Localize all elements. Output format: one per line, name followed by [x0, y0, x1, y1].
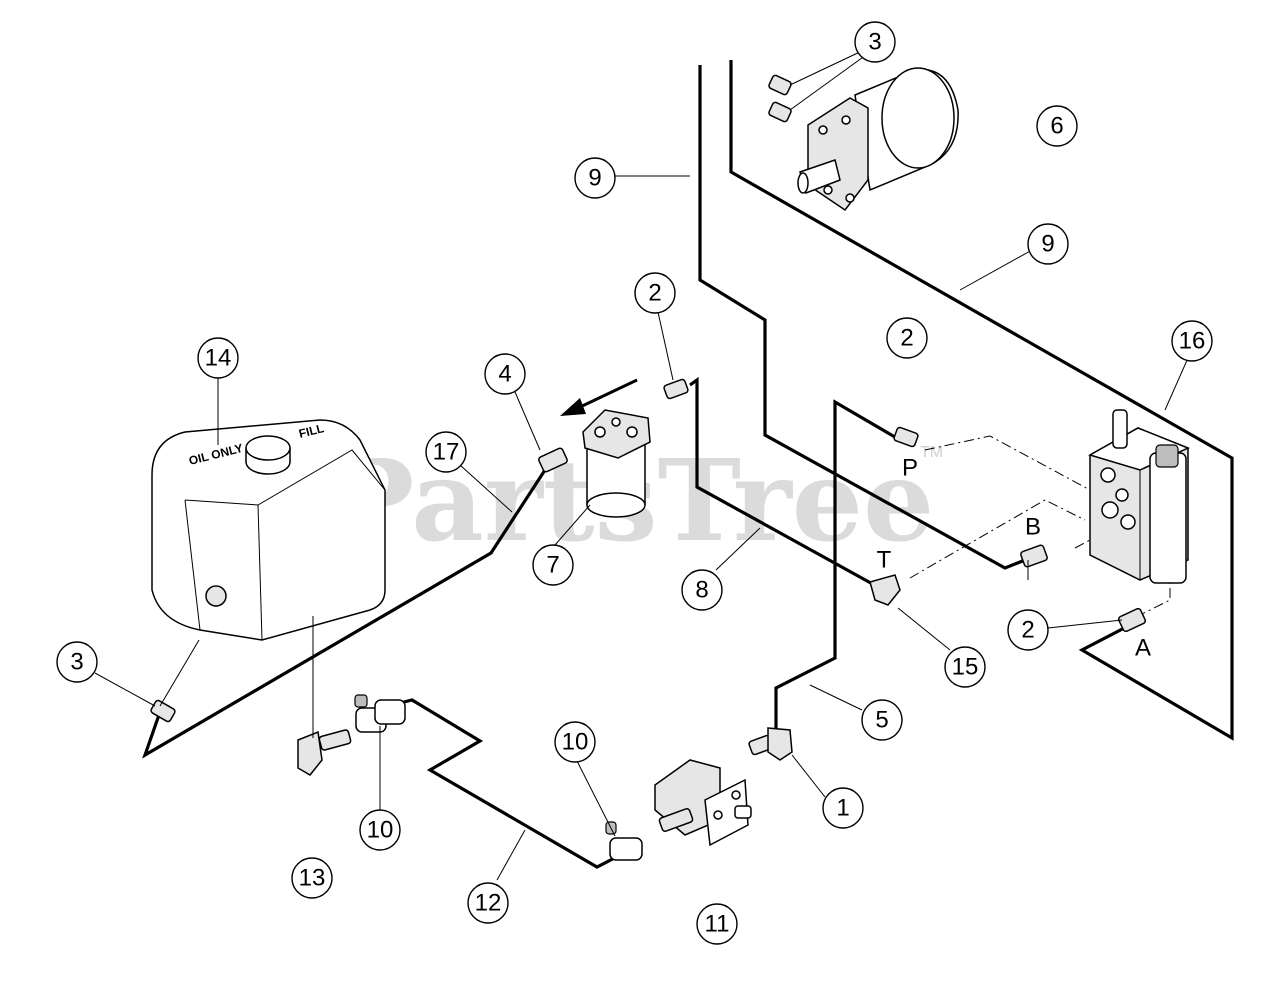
port-label-a: A	[1135, 635, 1151, 662]
port-label-b: B	[1025, 514, 1041, 541]
hose-9-inner	[729, 60, 1234, 741]
svg-text:10: 10	[367, 817, 394, 844]
svg-text:13: 13	[299, 865, 326, 892]
hidden-lines	[909, 435, 1171, 621]
oil-filter	[582, 409, 651, 518]
tank-return-fitting	[150, 699, 176, 723]
svg-text:15: 15	[952, 654, 979, 681]
hoses	[142, 60, 1234, 869]
tank-label-fill: FILL	[297, 421, 325, 441]
port-label-p: P	[902, 455, 918, 482]
callout-9-left: 9	[574, 157, 616, 199]
watermark-tm: TM	[920, 444, 943, 461]
callout-5: 5	[861, 699, 903, 741]
callout-2-filter: 2	[634, 272, 676, 314]
pump-outlet-elbow	[748, 727, 793, 761]
motor-fittings	[768, 74, 792, 123]
flow-arrow	[560, 378, 638, 416]
callout-3-bottom: 3	[56, 641, 98, 683]
callout-2-lower: 2	[1007, 609, 1049, 651]
svg-text:6: 6	[1050, 113, 1063, 140]
svg-text:1: 1	[836, 795, 849, 822]
callout-4: 4	[484, 353, 526, 395]
svg-text:14: 14	[205, 345, 232, 372]
hose-5	[774, 399, 901, 730]
callout-16: 16	[1171, 320, 1213, 362]
hydraulic-motor	[797, 67, 959, 212]
callout-2-upper: 2	[886, 317, 928, 359]
hydraulic-tank: OIL ONLY FILL	[151, 419, 386, 641]
svg-text:4: 4	[498, 361, 511, 388]
filter-outlet-fitting	[663, 378, 689, 400]
filter-inlet-fitting	[538, 447, 568, 473]
control-valve	[1088, 409, 1190, 584]
svg-text:16: 16	[1179, 328, 1206, 355]
svg-text:2: 2	[900, 325, 913, 352]
hose-8	[689, 376, 879, 589]
svg-text:2: 2	[1021, 617, 1034, 644]
callout-9-right: 9	[1027, 223, 1069, 265]
callouts: 3 6 9 9 2 16 2 14 4 17 7 8 15 2 5 1 3 10…	[56, 21, 1213, 945]
port-labels: P T B A	[877, 455, 1151, 662]
hose-12	[399, 698, 631, 869]
hydraulic-pump	[654, 759, 752, 847]
svg-text:11: 11	[705, 911, 730, 938]
svg-text:8: 8	[695, 577, 708, 604]
callout-3-top: 3	[854, 21, 896, 63]
callout-1: 1	[822, 787, 864, 829]
callout-15: 15	[944, 646, 986, 688]
svg-text:3: 3	[70, 649, 83, 676]
svg-text:10: 10	[562, 729, 589, 756]
svg-text:5: 5	[875, 707, 888, 734]
callout-11: 11	[696, 903, 738, 945]
port-fittings	[869, 426, 1147, 633]
svg-text:7: 7	[546, 552, 559, 579]
suction-fittings	[297, 694, 406, 776]
callout-13: 13	[291, 857, 333, 899]
callout-10-right: 10	[554, 721, 596, 763]
hose-17	[142, 469, 547, 759]
callout-14: 14	[197, 337, 239, 379]
svg-text:9: 9	[1041, 231, 1054, 258]
leader-lines	[94, 49, 1189, 881]
svg-text:12: 12	[475, 890, 502, 917]
svg-text:9: 9	[588, 165, 601, 192]
callout-7: 7	[532, 544, 574, 586]
hose-9-outer	[698, 65, 1031, 570]
svg-text:17: 17	[433, 439, 460, 466]
callout-17: 17	[425, 431, 467, 473]
pump-inlet-fittings	[605, 808, 694, 861]
svg-text:3: 3	[868, 29, 881, 56]
callout-6: 6	[1036, 105, 1078, 147]
callout-10-left: 10	[359, 809, 401, 851]
callout-12: 12	[467, 882, 509, 924]
callout-8: 8	[681, 569, 723, 611]
port-label-t: T	[877, 547, 892, 574]
svg-text:2: 2	[648, 280, 661, 307]
